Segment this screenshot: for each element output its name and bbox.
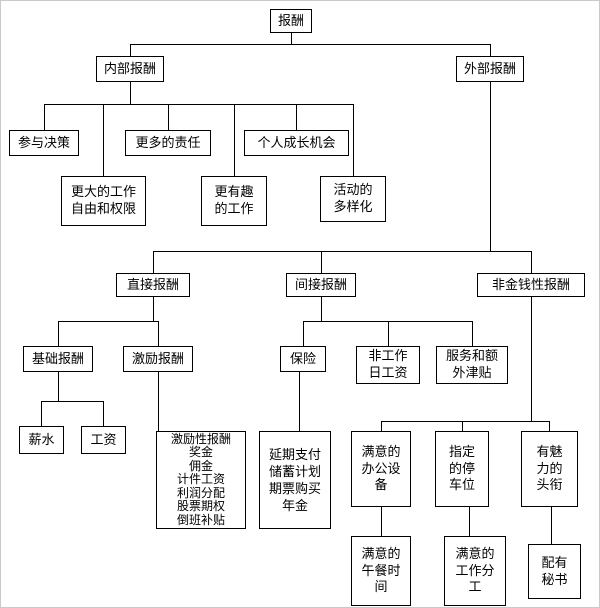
connector-line — [462, 421, 463, 431]
connector-line — [58, 372, 59, 401]
connector-line — [41, 401, 42, 426]
connector-line — [158, 372, 159, 431]
node-wage: 工资 — [81, 426, 126, 454]
node-lunch-time: 满意的 午餐时 间 — [351, 536, 411, 606]
connector-line — [41, 401, 104, 402]
connector-line — [381, 507, 382, 536]
node-more-responsibility: 更多的责任 — [125, 130, 211, 156]
connector-line — [353, 104, 354, 176]
connector-line — [58, 321, 59, 346]
connector-line — [490, 82, 491, 251]
connector-line — [303, 321, 304, 346]
connector-line — [321, 297, 322, 321]
connector-line — [549, 421, 550, 431]
node-interesting-work: 更有趣 的工作 — [201, 176, 267, 226]
connector-line — [296, 104, 297, 130]
node-insurance: 保险 — [280, 346, 326, 372]
connector-line — [291, 33, 292, 44]
connector-line — [381, 421, 550, 422]
connector-line — [44, 104, 45, 130]
connector-line — [551, 507, 552, 544]
connector-line — [153, 297, 154, 321]
node-internal-reward: 内部报酬 — [96, 56, 164, 82]
connector-line — [44, 104, 354, 105]
connector-line — [103, 104, 104, 176]
node-indirect-compensation: 间接报酬 — [286, 273, 356, 297]
node-activity-diversity: 活动的 多样化 — [320, 176, 386, 222]
connector-line — [234, 104, 235, 176]
node-salary: 薪水 — [19, 426, 64, 454]
node-services-perks: 服务和额 外津贴 — [436, 346, 508, 384]
node-incentive-items: 激励性报酬 奖金 佣金 计件工资 利润分配 股票期权 倒班补贴 — [156, 431, 246, 529]
connector-line — [158, 321, 159, 346]
connector-line — [130, 44, 131, 56]
connector-line — [321, 251, 322, 273]
node-work-freedom: 更大的工作 自由和权限 — [61, 176, 146, 226]
node-office-equipment: 满意的 办公设 备 — [351, 431, 411, 507]
node-personal-growth: 个人成长机会 — [244, 130, 349, 156]
node-work-division: 满意的 工作分 工 — [444, 536, 506, 606]
connector-line — [153, 251, 532, 252]
connector-line — [58, 321, 159, 322]
connector-line — [130, 44, 491, 45]
node-external-reward: 外部报酬 — [456, 56, 524, 82]
node-attractive-title: 有魅 力的 头衔 — [521, 431, 578, 507]
node-direct-compensation: 直接报酬 — [116, 273, 190, 297]
connector-line — [299, 372, 300, 431]
node-nonmonetary-compensation: 非金钱性报酬 — [477, 273, 585, 297]
node-base-pay: 基础报酬 — [23, 346, 93, 372]
connector-line — [531, 297, 532, 421]
connector-line — [168, 104, 169, 130]
node-incentive-pay: 激励报酬 — [123, 346, 193, 372]
connector-line — [153, 251, 154, 273]
node-compensation: 报酬 — [270, 9, 312, 33]
connector-line — [531, 251, 532, 273]
connector-line — [381, 421, 382, 431]
node-nonworkday-pay: 非工作 日工资 — [356, 346, 420, 384]
node-parking-space: 指定 的停 车位 — [435, 431, 489, 507]
connector-line — [490, 44, 491, 56]
node-participate-decision: 参与决策 — [9, 130, 79, 156]
connector-line — [388, 321, 389, 346]
connector-line — [472, 321, 473, 346]
connector-line — [130, 82, 131, 104]
node-deferred-payment: 延期支付 储蓄计划 期票购买 年金 — [259, 431, 331, 529]
connector-line — [103, 401, 104, 426]
connector-line — [469, 507, 470, 536]
node-secretary: 配有 秘书 — [528, 544, 581, 599]
